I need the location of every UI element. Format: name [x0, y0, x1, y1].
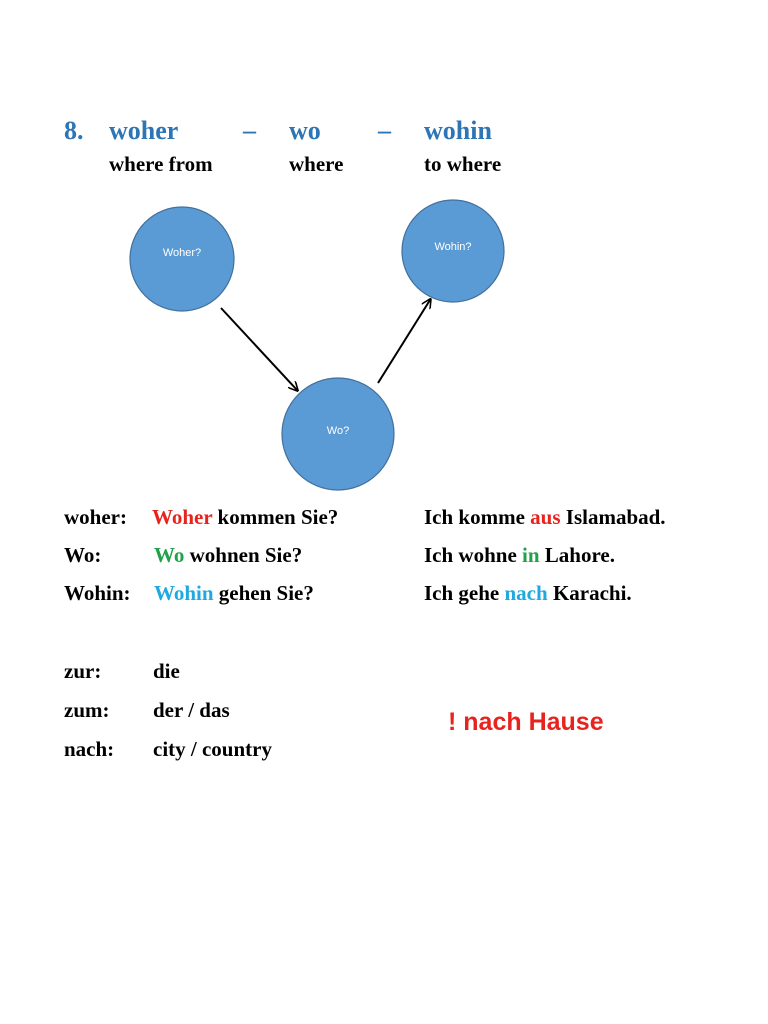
arrow-wo-to-wohin	[377, 300, 430, 384]
example-label-wo: Wo:	[64, 543, 102, 567]
preposition-value-nach: city / country	[153, 737, 272, 761]
heading-woher: woher	[109, 116, 179, 145]
translation-where-from: where from	[109, 152, 213, 176]
arrow-woher-to-wo	[220, 307, 297, 390]
translation-where: where	[289, 152, 344, 176]
preposition-label-zur: zur:	[64, 659, 102, 683]
example-answer-wo: Ich wohne in Lahore.	[424, 543, 615, 568]
heading-wo: wo	[289, 116, 321, 145]
question-rest: wohnen Sie?	[184, 543, 303, 567]
answer-post: Islamabad.	[560, 505, 666, 529]
question-rest: kommen Sie?	[212, 505, 339, 529]
direction-diagram: Woher? Wohin? Wo?	[129, 199, 505, 491]
answer-post: Karachi.	[547, 581, 632, 605]
node-wohin: Wohin?	[401, 199, 505, 303]
node-woher: Woher?	[129, 206, 235, 312]
answer-pre: Ich gehe	[424, 581, 505, 605]
example-question-wohin: Wohin gehen Sie?	[154, 581, 314, 606]
question-highlight: Woher	[152, 505, 213, 529]
example-label-woher: woher:	[64, 505, 127, 529]
preposition-label-zum: zum:	[64, 698, 110, 722]
example-label-wohin: Wohin:	[64, 581, 131, 605]
example-question-woher: Woher kommen Sie?	[152, 505, 338, 530]
answer-highlight: in	[522, 543, 540, 567]
heading-dash-1: –	[243, 116, 256, 145]
heading-dash-2: –	[378, 116, 391, 145]
translation-to-where: to where	[424, 152, 502, 176]
node-wohin-label: Wohin?	[434, 241, 471, 253]
answer-highlight: aus	[530, 505, 561, 529]
node-wo-label: Wo?	[327, 425, 349, 437]
answer-post: Lahore.	[539, 543, 615, 567]
node-wo: Wo?	[281, 377, 395, 491]
preposition-value-zur: die	[153, 659, 180, 683]
answer-pre: Ich wohne	[424, 543, 523, 567]
answer-pre: Ich komme	[424, 505, 531, 529]
preposition-label-nach: nach:	[64, 737, 115, 761]
note-nach-hause: ! nach Hause	[448, 708, 604, 736]
example-answer-woher: Ich komme aus Islamabad.	[424, 505, 666, 530]
node-woher-label: Woher?	[163, 247, 201, 259]
section-number: 8.	[64, 116, 84, 145]
heading-wohin: wohin	[424, 116, 492, 145]
preposition-value-zum: der / das	[153, 698, 230, 722]
example-answer-wohin: Ich gehe nach Karachi.	[424, 581, 632, 606]
question-rest: gehen Sie?	[213, 581, 314, 605]
answer-highlight: nach	[504, 581, 548, 605]
question-highlight: Wohin	[154, 581, 214, 605]
question-highlight: Wo	[154, 543, 185, 567]
example-question-wo: Wo wohnen Sie?	[154, 543, 302, 568]
